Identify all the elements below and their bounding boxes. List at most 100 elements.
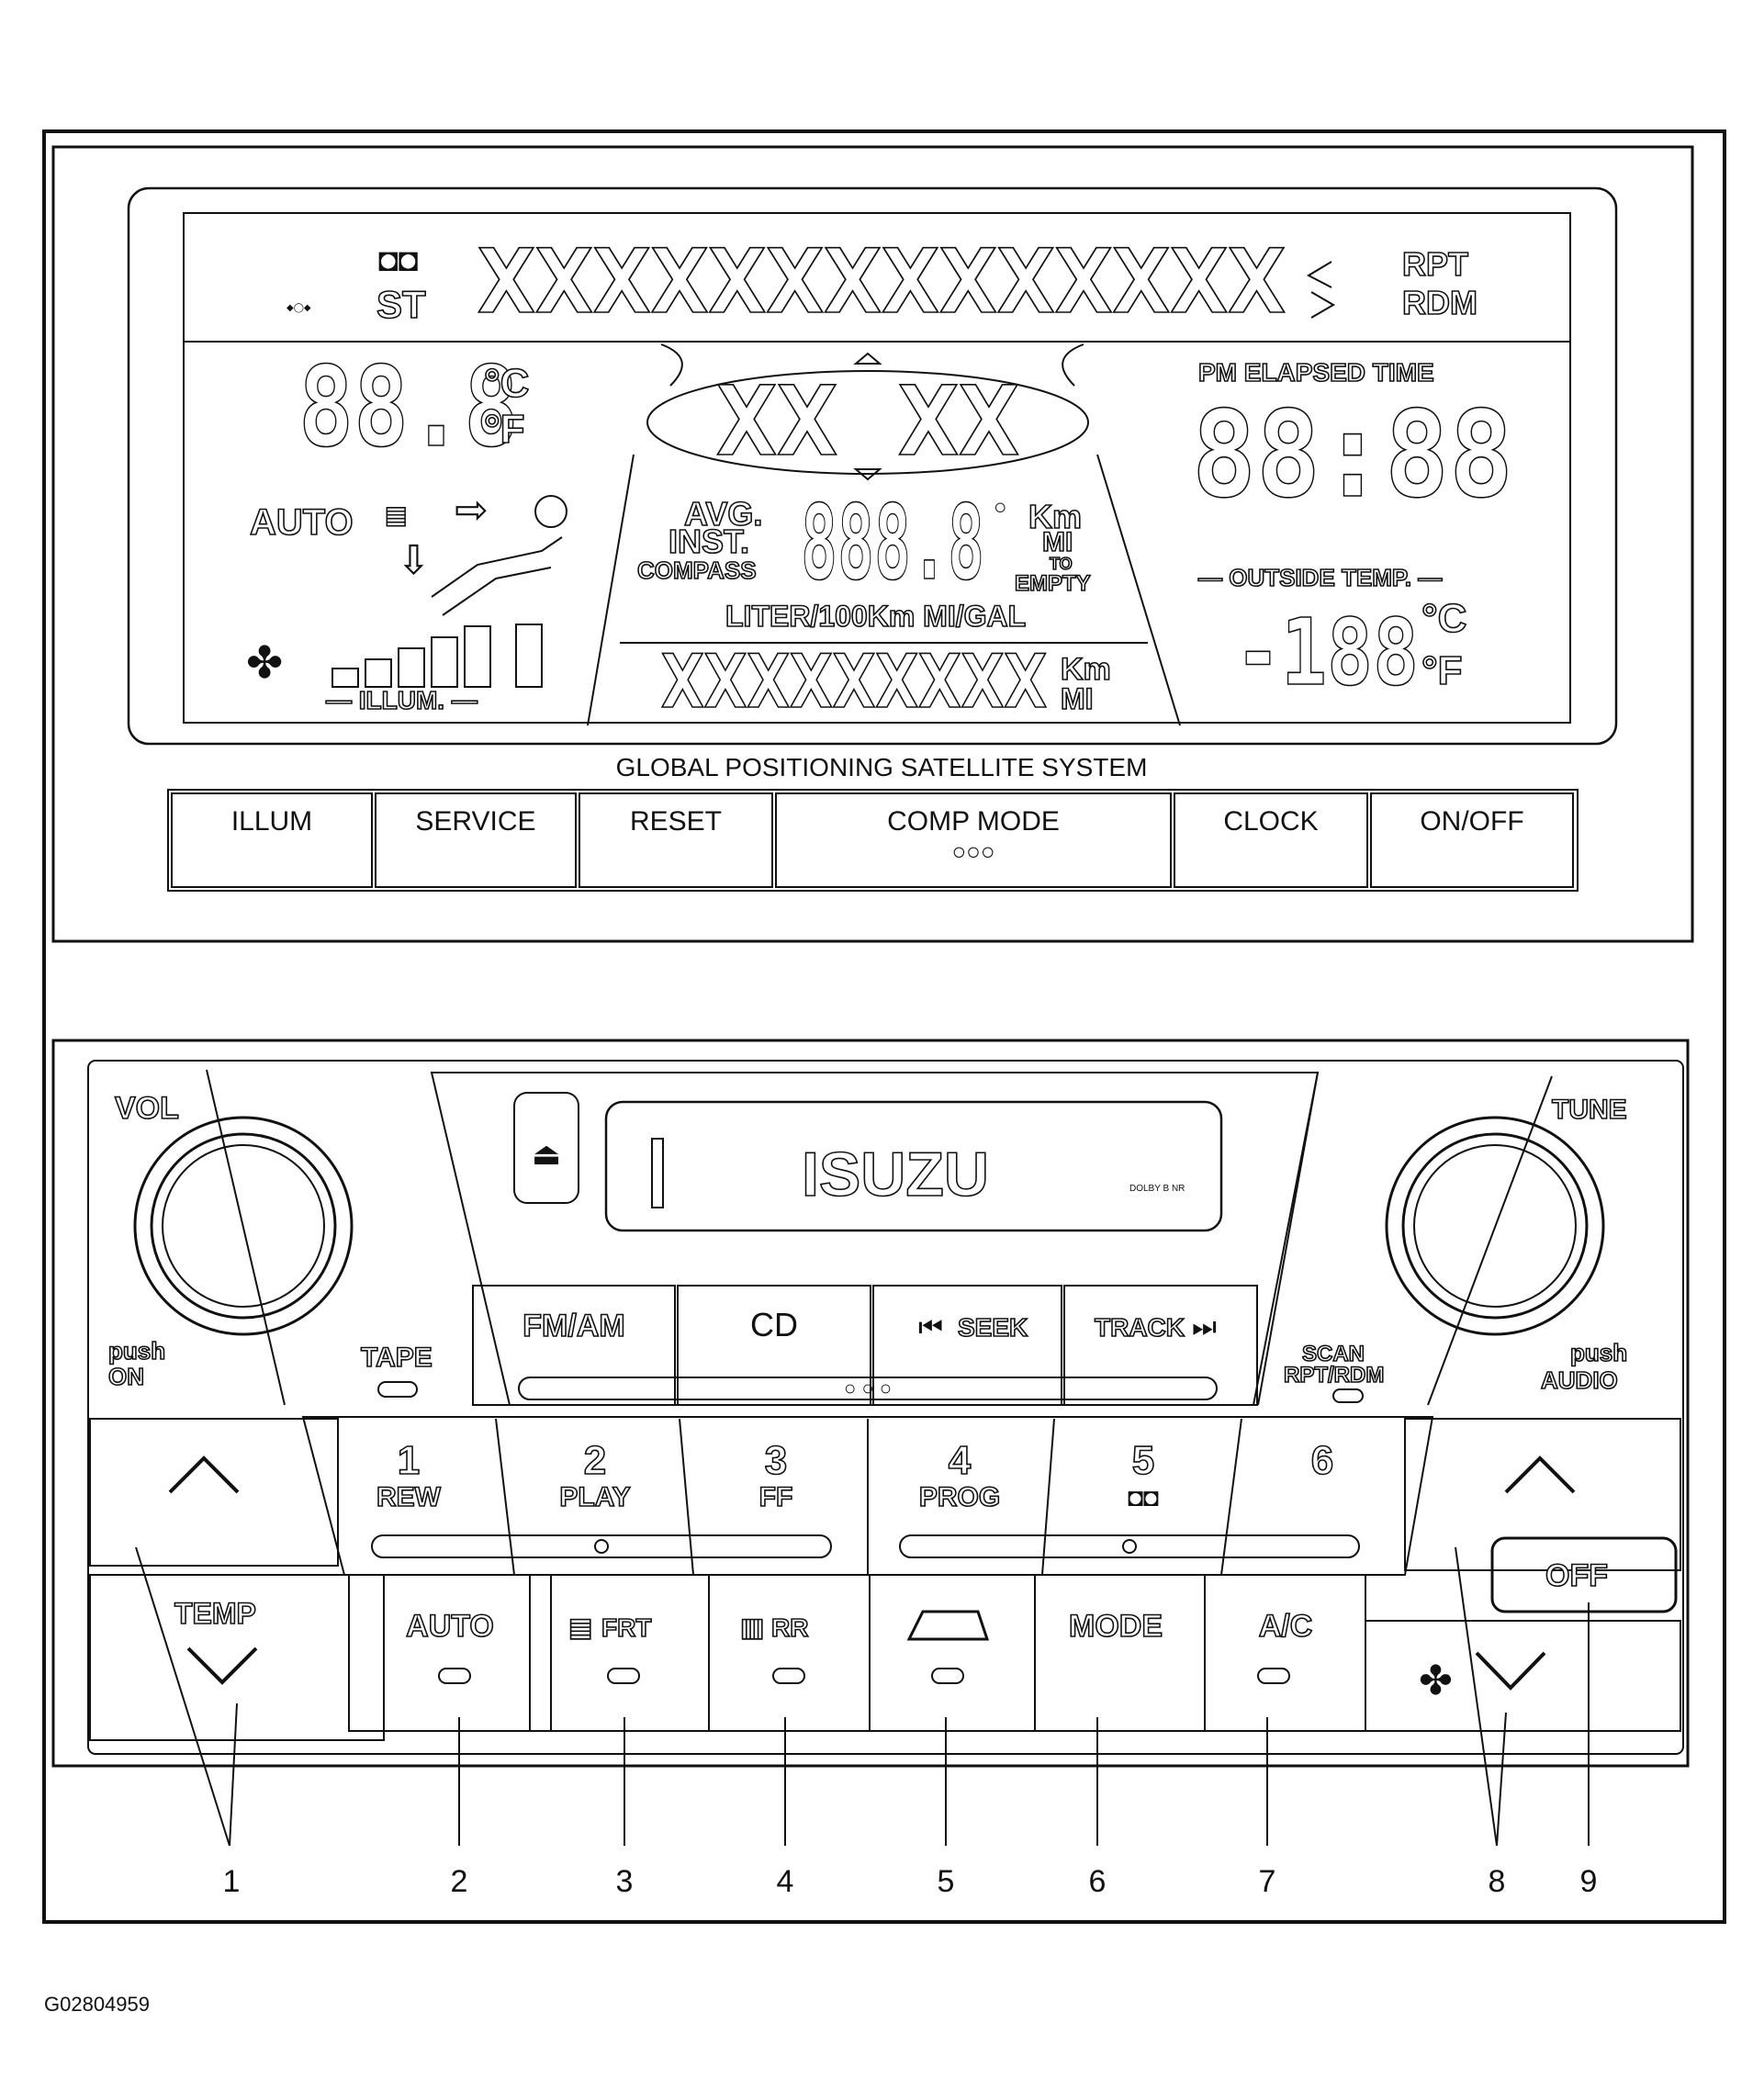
floor-arrow-icon: ⇩ <box>397 538 431 583</box>
preset-1-number: 1 <box>398 1438 420 1483</box>
fan-off-button[interactable]: OFF <box>1490 1536 1678 1613</box>
source-indicator-dots: ○ ○ ○ <box>844 1377 892 1399</box>
preset-2-button[interactable]: 2 PLAY <box>559 1437 632 1513</box>
center-divider-left <box>587 454 635 726</box>
preset-row-frame <box>301 1416 1434 1576</box>
fm-am-button[interactable] <box>472 1285 676 1406</box>
temp-up-button[interactable] <box>89 1418 339 1567</box>
ac-button-body[interactable] <box>1204 1574 1366 1732</box>
auto-button[interactable]: AUTO <box>348 1574 552 1732</box>
odometer-mi-label: MI <box>1061 682 1094 715</box>
illum-button[interactable]: ILLUM <box>171 792 373 888</box>
fan-off-body[interactable] <box>1490 1536 1678 1613</box>
temp-down-button[interactable]: TEMP <box>89 1574 385 1741</box>
preset-4-label: PROG <box>919 1482 1000 1512</box>
passenger-seat-icon <box>431 536 563 616</box>
fan-down-button[interactable]: ✤ <box>1365 1620 1681 1732</box>
fan-down-body[interactable] <box>1365 1620 1681 1732</box>
recirculation-button[interactable] <box>869 1574 1036 1732</box>
passenger-head-icon <box>534 495 567 528</box>
volume-knob-outer[interactable] <box>133 1116 354 1336</box>
source-button-row: FM/AM CD ⏮ SEEK TRACK ⏭ ○ ○ ○ SCAN RPT/R… <box>472 1285 1385 1406</box>
outside-fahrenheit-label: °F <box>1421 648 1462 693</box>
clock-button[interactable]: CLOCK <box>1174 792 1368 888</box>
preset-3-button[interactable]: 3 FF <box>758 1437 793 1513</box>
mode-button[interactable]: MODE <box>1034 1574 1206 1732</box>
preset-divider-5 <box>1220 1418 1242 1576</box>
tune-knob-outer[interactable] <box>1385 1116 1605 1336</box>
to-label: TO <box>1050 555 1073 573</box>
on-off-button-label: ON/OFF <box>1420 806 1523 837</box>
leader-8b <box>1496 1712 1507 1847</box>
fan-off-label: OFF <box>1545 1558 1608 1593</box>
seek-label: SEEK <box>958 1313 1028 1342</box>
vent-arrow-icon: ⇨ <box>455 488 489 533</box>
compass-display: XX XX <box>716 365 1019 478</box>
fan-bar-2 <box>365 658 392 688</box>
fahrenheit-label: °F <box>484 407 524 452</box>
front-defrost-body[interactable] <box>529 1574 710 1732</box>
center-divider-right <box>1096 454 1181 726</box>
preset-4-button[interactable]: 4 PROG <box>918 1437 1001 1513</box>
ac-button[interactable]: A/C <box>1204 1574 1366 1732</box>
scan-button[interactable] <box>1332 1388 1364 1403</box>
fan-icon: ✤ <box>246 639 283 688</box>
gps-button-row: ILLUM SERVICE RESET COMP MODE ○○○ CLOCK <box>167 789 1579 892</box>
outside-temp-label: — OUTSIDE TEMP. — <box>1198 564 1442 591</box>
radio-climate-unit: VOL push ON TUNE push AUDIO ⏏ ISUZU DOLB… <box>51 1039 1690 1768</box>
callout-numbers: 1 2 3 4 5 6 7 8 9 <box>223 1864 1598 1899</box>
mode-button-body[interactable] <box>1034 1574 1206 1732</box>
tune-knob[interactable] <box>1385 1116 1605 1336</box>
preset-indicator-right <box>899 1534 1360 1558</box>
auto-button-body[interactable] <box>348 1574 552 1732</box>
front-defrost-button[interactable]: ▤ FRT <box>529 1574 710 1732</box>
preset-divider-4 <box>1041 1418 1055 1576</box>
clock-button-body[interactable] <box>1174 792 1368 888</box>
fan-bar-1 <box>331 668 359 688</box>
compass-bracket-left <box>660 343 683 387</box>
mode-button-label: MODE <box>1069 1609 1163 1644</box>
reset-button-body[interactable] <box>579 792 773 888</box>
seek-button[interactable] <box>872 1285 1062 1406</box>
cd-button[interactable] <box>677 1285 871 1406</box>
eject-button[interactable] <box>513 1092 579 1204</box>
on-off-button-body[interactable] <box>1370 792 1574 888</box>
fan-up-body[interactable] <box>1404 1418 1681 1571</box>
reset-button[interactable]: RESET <box>579 792 773 888</box>
ac-indicator-led <box>1257 1668 1290 1684</box>
service-button-body[interactable] <box>375 792 577 888</box>
compass-ellipse <box>646 370 1089 475</box>
volume-knob-inner <box>162 1144 325 1308</box>
fan-bar-3 <box>398 647 425 688</box>
preset-3-label: FF <box>759 1482 793 1512</box>
comp-mode-button[interactable]: COMP MODE ○○○ <box>775 792 1172 888</box>
preset-6-button[interactable]: 6 <box>1310 1437 1334 1484</box>
callout-7: 7 <box>1259 1864 1276 1899</box>
preset-1-button[interactable]: 1 REW <box>376 1437 442 1513</box>
compass-bracket-right <box>1062 343 1084 387</box>
rear-defrost-button[interactable]: ▥ RR <box>708 1574 871 1732</box>
preset-5-button[interactable]: 5 ◘◘ <box>1128 1437 1159 1511</box>
push-audio-label-1: push <box>1570 1339 1627 1366</box>
dolby-nr-icon: ◘◘ <box>1128 1483 1159 1511</box>
rear-defrost-label: RR <box>771 1613 808 1642</box>
on-off-button[interactable]: ON/OFF <box>1370 792 1574 888</box>
track-button[interactable] <box>1063 1285 1258 1406</box>
preset-divider-2 <box>679 1418 694 1576</box>
callout-2: 2 <box>451 1864 468 1899</box>
service-button[interactable]: SERVICE <box>375 792 577 888</box>
recirculation-body[interactable] <box>869 1574 1036 1732</box>
fan-bar-5 <box>464 625 491 688</box>
comp-mode-dots: ○○○ <box>951 837 994 865</box>
volume-knob[interactable] <box>133 1116 354 1336</box>
fan-up-button[interactable] <box>1404 1418 1681 1571</box>
illum-button-body[interactable] <box>171 792 373 888</box>
comp-mode-button-body[interactable] <box>775 792 1172 888</box>
tape-button[interactable] <box>377 1381 418 1398</box>
trip-mi-label: MI <box>1042 527 1073 557</box>
temp-up-body[interactable] <box>89 1418 339 1567</box>
temp-down-body[interactable] <box>89 1574 385 1741</box>
rear-defrost-body[interactable] <box>708 1574 871 1732</box>
radio-unit-frame <box>51 1039 1690 1768</box>
